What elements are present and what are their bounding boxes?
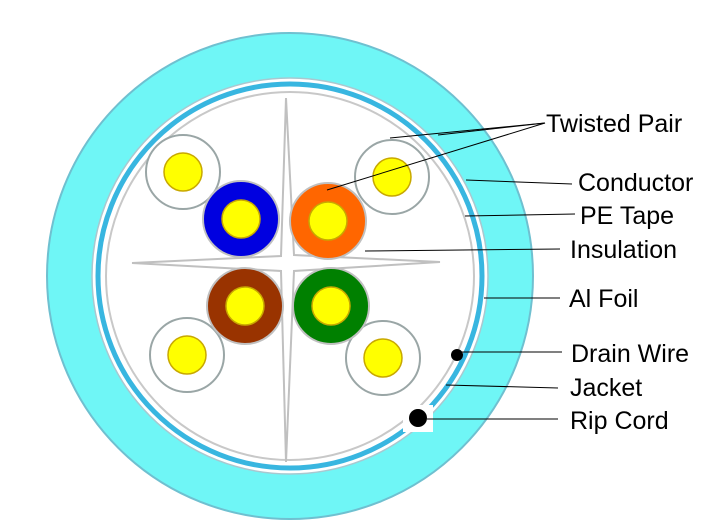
pe-tape-ring (105, 91, 475, 461)
leader-jacket (445, 384, 559, 389)
leader-pe-tape (464, 213, 576, 217)
leader-twisted-pair-c (437, 122, 546, 136)
leader-insulation (364, 248, 561, 252)
al-foil-ring (95, 81, 485, 471)
drain-wire (451, 349, 463, 361)
orange-wire (289, 182, 367, 260)
label-drain-wire: Drain Wire (571, 340, 689, 368)
label-rip-cord: Rip Cord (570, 407, 669, 435)
white-wire-top-right (354, 139, 430, 215)
label-conductor: Conductor (578, 169, 693, 197)
label-al-foil: Al Foil (569, 285, 638, 313)
cross-separator (131, 97, 441, 463)
label-jacket: Jacket (570, 374, 642, 402)
white-wire-bottom-right (345, 320, 421, 396)
label-insulation: Insulation (570, 236, 677, 264)
blue-wire (202, 180, 280, 258)
rip-cord (409, 409, 427, 427)
label-twisted-pair: Twisted Pair (546, 110, 682, 138)
brown-wire (206, 267, 284, 345)
white-wire-bottom-left (149, 317, 225, 393)
white-wire-top-left (145, 134, 221, 210)
leader-twisted-pair-b (326, 122, 546, 191)
leader-conductor (465, 179, 573, 185)
green-wire (292, 267, 370, 345)
label-pe-tape: PE Tape (580, 202, 674, 230)
